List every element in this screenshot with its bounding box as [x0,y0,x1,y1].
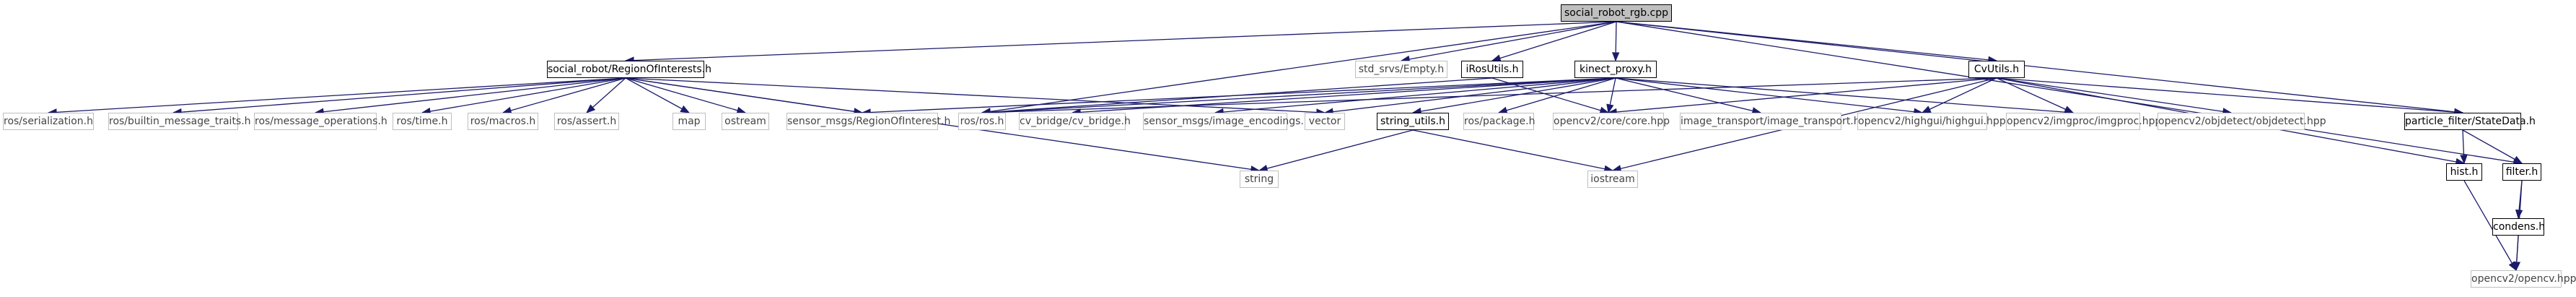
edge-cvutils-to-corehpp [1607,77,1997,116]
edge-kinect-to-package [1497,77,1616,114]
edge-stringutils-to-string [1258,129,1414,173]
node-opencv-core-hpp[interactable]: opencv2/core/core.hpp [1553,113,1670,130]
edge-roi-to-time [421,77,626,116]
edge-cvutils-to-statedata [1996,77,2464,116]
node-cv-utils-h[interactable]: CvUtils.h [1968,61,2025,78]
edge-cvutils-to-highgui [1921,77,1997,113]
node-sensor-msgs-region-of-interest-h[interactable]: sensor_msgs/RegionOfInterest.h [787,113,950,130]
edge-roi-to-map [625,77,691,113]
edge-statedata-to-filter [2462,129,2523,164]
node-region-of-interests-h[interactable]: social_robot/RegionOfInterests.h [547,61,711,78]
edge-roi-to-macros [501,77,626,114]
edge-roi-to-ostream [625,77,747,114]
node-ros-message-operations-h[interactable]: ros/message_operations.h [254,113,387,130]
edge-kinect-to-rosros [981,77,1616,116]
node-ros-builtin-message-traits-h[interactable]: ros/builtin_message_traits.h [108,113,251,130]
node-ros-macros-h[interactable]: ros/macros.h [468,113,538,130]
node-cv-bridge-h[interactable]: cv_bridge/cv_bridge.h [1019,113,1131,130]
edge-roi-to-vector [625,77,1326,116]
node-vector[interactable]: vector [1305,113,1345,130]
node-ros-ros-h[interactable]: ros/ros.h [958,113,1006,130]
edge-root-to-rosutils [1491,21,1617,62]
edge-stringutils-to-iostream [1412,129,1614,173]
edge-hist-to-opencv [2463,180,2517,272]
node-std-srvs-empty-h[interactable]: std_srvs/Empty.h [1355,61,1447,78]
node-iros-utils-h[interactable]: iRosUtils.h [1461,61,1523,78]
node-particle-filter-state-data-h[interactable]: particle_filter/StateData.h [2404,113,2536,130]
node-ros-serialization-h[interactable]: ros/serialization.h [3,113,94,130]
edge-roi-to-msgops [314,77,626,116]
edge-root-to-rosros [981,21,1617,116]
node-condens-h[interactable]: condens.h [2492,218,2545,236]
edge-root-to-roi [624,21,1617,64]
edge-kinect-to-imgenc [1214,77,1616,116]
edge-roi-to-assert [586,77,626,113]
node-ros-package-h[interactable]: ros/package.h [1463,113,1535,130]
edge-root-to-empty [1400,21,1617,64]
edge-roi-to-string [625,77,1261,173]
node-opencv-opencv-hpp[interactable]: opencv2/opencv.hpp [2471,270,2576,288]
edge-roi-to-serialization [47,77,626,116]
edge-statedata-to-hist [2460,129,2468,165]
edge-kinect-to-imgtrans [1615,77,1762,115]
edge-kinect-to-corehpp [1606,77,1616,114]
edge-kinect-to-highgui [1615,77,1924,116]
edge-kinect-to-cvbridge [1071,77,1616,116]
node-opencv-highgui-hpp[interactable]: opencv2/highgui/highgui.hpp [1857,113,2006,130]
edge-cvutils-to-imgproc [1996,77,2075,113]
node-string[interactable]: string [1240,171,1279,188]
node-filter-h[interactable]: filter.h [2502,163,2541,181]
node-ros-time-h[interactable]: ros/time.h [393,113,452,130]
edge-kinect-to-sensroi [861,77,1616,116]
edge-root-to-filter [1616,21,2523,166]
edge-kinect-to-imgproc [1615,77,2075,116]
edge-kinect-to-stringutils [1411,77,1616,116]
edge-condens-to-opencv [2513,235,2520,272]
edge-cvutils-to-rosros [981,77,1997,116]
node-opencv-imgproc-hpp[interactable]: opencv2/imgproc/imgproc.hpp [2006,113,2161,130]
node-iostream[interactable]: iostream [1587,171,1638,188]
node-hist-h[interactable]: hist.h [2446,163,2482,181]
node-ros-assert-h[interactable]: ros/assert.h [554,113,619,130]
edge-roi-to-builtin [172,77,626,116]
node-ostream[interactable]: ostream [722,113,769,130]
edge-root-to-statedata [1616,21,2464,116]
node-image-transport-h[interactable]: image_transport/image_transport.h [1680,113,1860,130]
node-sensor-msgs-image-encodings-h[interactable]: sensor_msgs/image_encodings.h [1143,113,1310,130]
edge-kinect-to-vector [1323,77,1616,116]
node-opencv-objdetect-hpp[interactable]: opencv2/objdetect/objdetect.hpp [2157,113,2326,130]
node-map[interactable]: map [673,113,706,130]
node-social-robot-rgb-cpp[interactable]: social_robot_rgb.cpp [1561,4,1672,22]
node-kinect-proxy-h[interactable]: kinect_proxy.h [1574,61,1657,78]
edge-cvutils-to-objdetect [1996,77,2233,116]
node-string-utils-h[interactable]: string_utils.h [1377,113,1449,130]
